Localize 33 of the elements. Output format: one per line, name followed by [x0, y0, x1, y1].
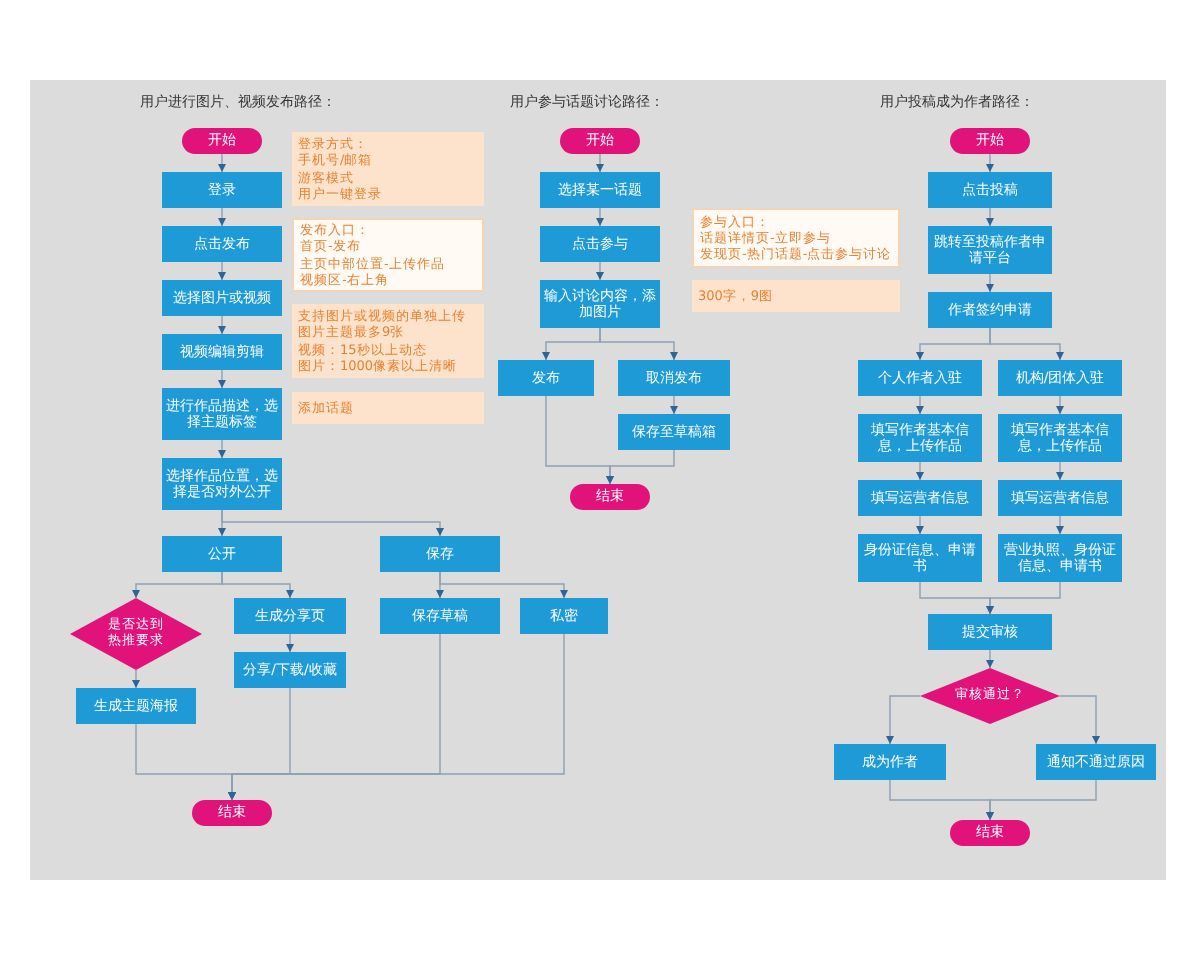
connector-arrow — [599, 327, 678, 361]
connector-arrow — [986, 207, 994, 227]
connector-arrow — [218, 439, 226, 459]
connector-arrow — [606, 449, 675, 485]
connector-arrow — [886, 695, 921, 745]
connector-arrow — [218, 261, 226, 281]
connector-arrow — [1056, 395, 1064, 415]
connector-arrow — [218, 207, 226, 227]
connector-arrow — [1056, 461, 1064, 481]
connector-arrow — [439, 571, 568, 599]
connector-arrow — [596, 153, 604, 173]
connector-arrow — [986, 153, 994, 173]
connector-arrow — [286, 633, 294, 653]
connector-arrow — [986, 779, 1097, 821]
connector-arrow — [132, 669, 140, 689]
connector-arrow — [916, 395, 924, 415]
connector-arrow — [218, 153, 226, 173]
connector-arrow — [916, 461, 924, 481]
connector-arrow — [1056, 515, 1064, 535]
connector-arrow — [221, 509, 444, 537]
connector-arrow — [986, 649, 994, 669]
connector-arrow — [670, 395, 678, 415]
connector-arrow — [596, 207, 604, 227]
connector-arrow — [986, 581, 1061, 615]
connector-arrow — [218, 315, 226, 335]
connector-arrow — [596, 261, 604, 281]
connector-arrow — [1059, 695, 1100, 745]
connector-arrow — [218, 369, 226, 389]
connector-arrow — [986, 273, 994, 293]
connector-arrow — [221, 571, 294, 599]
connector-arrow — [989, 327, 1064, 361]
connector-arrow — [916, 515, 924, 535]
connector-arrow — [228, 633, 565, 801]
